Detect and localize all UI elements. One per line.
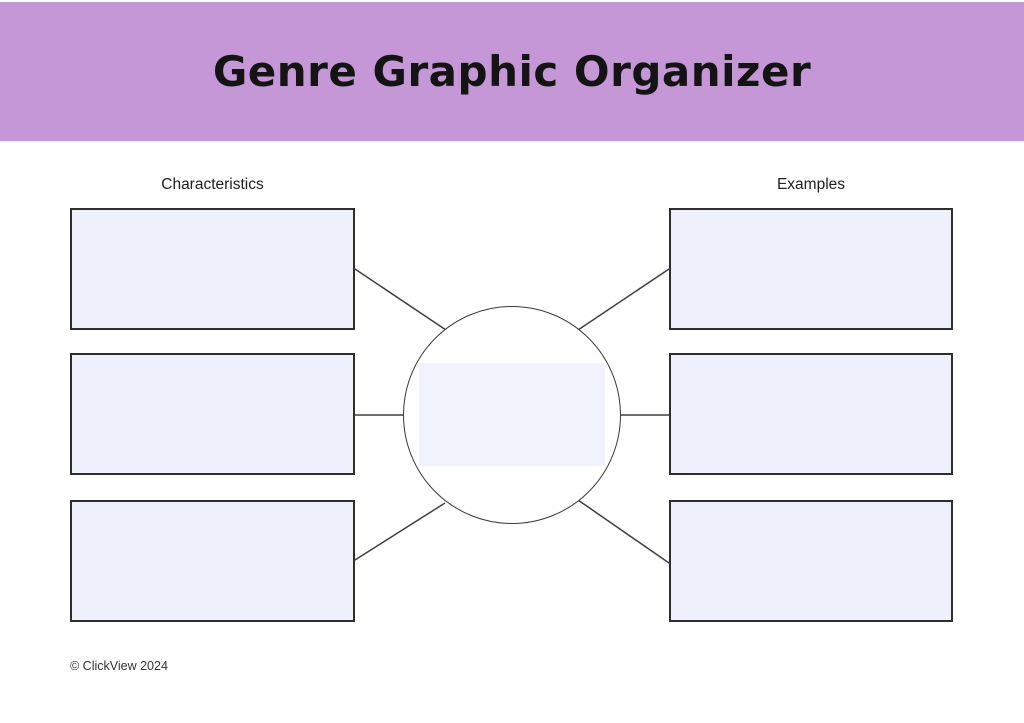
characteristic-box-3[interactable] bbox=[70, 500, 355, 622]
example-box-1[interactable] bbox=[669, 208, 953, 330]
connector-top-left bbox=[354, 268, 447, 331]
header-band: Genre Graphic Organizer bbox=[0, 2, 1024, 142]
connector-top-right bbox=[577, 268, 670, 331]
connector-bottom-left bbox=[354, 502, 446, 561]
page-title: Genre Graphic Organizer bbox=[212, 47, 812, 96]
example-box-2[interactable] bbox=[669, 353, 953, 475]
connector-bottom-right bbox=[577, 499, 670, 564]
characteristic-box-1[interactable] bbox=[70, 208, 355, 330]
examples-column-label: Examples bbox=[776, 176, 846, 193]
example-box-3[interactable] bbox=[669, 500, 953, 622]
characteristics-column-label: Characteristics bbox=[161, 176, 264, 193]
characteristic-box-2[interactable] bbox=[70, 353, 355, 475]
copyright-text: © ClickView 2024 bbox=[70, 659, 168, 673]
genre-name-field[interactable] bbox=[419, 363, 605, 466]
